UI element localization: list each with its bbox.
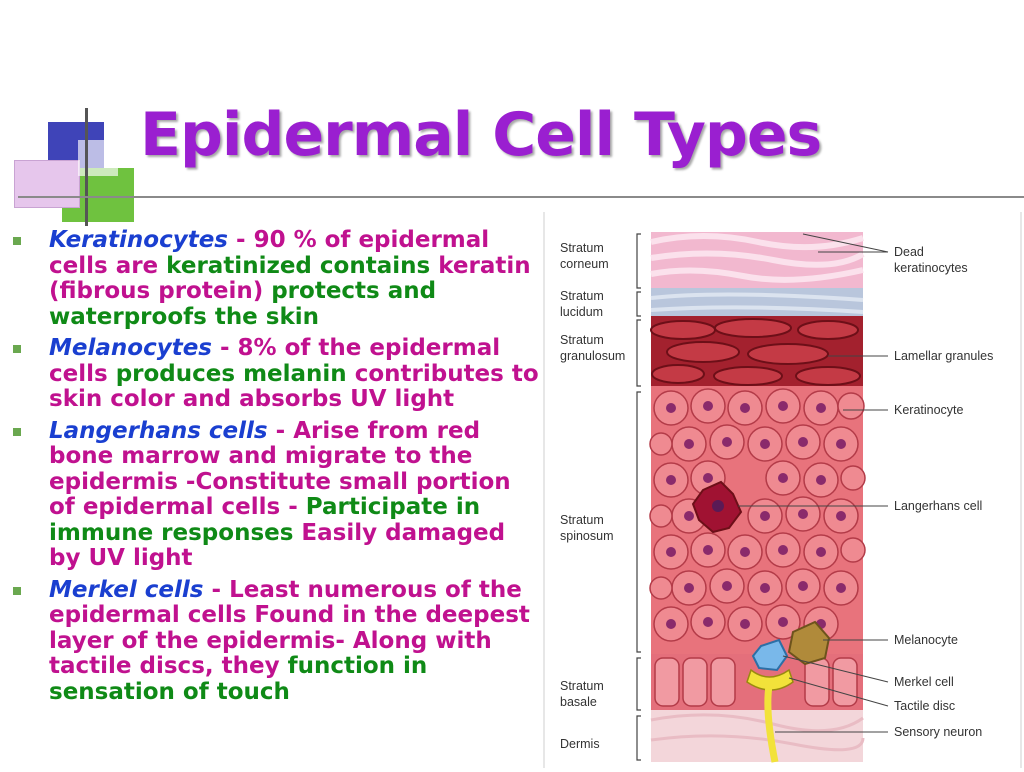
layer-brackets: [636, 233, 641, 761]
label-stratum-lucidum-2: lucidum: [560, 305, 603, 319]
callout-merkel-cell: Merkel cell: [894, 675, 954, 689]
bullet-square-icon: [13, 586, 21, 595]
label-stratum-lucidum-1: Stratum: [560, 289, 604, 303]
callout-langerhans-cell: Langerhans cell: [894, 499, 982, 513]
label-stratum-granulosum-2: granulosum: [560, 349, 625, 363]
label-stratum-basale-1: Stratum: [560, 679, 604, 693]
callout-keratinocyte: Keratinocyte: [894, 403, 964, 417]
bullet-square-icon: [13, 345, 21, 353]
layer-granulosum: [650, 316, 863, 388]
bullet-term: Keratinocytes: [49, 227, 228, 253]
bullet-term: Merkel cells: [49, 576, 204, 603]
callout-dead-2: keratinocytes: [894, 261, 968, 275]
slide-title: Epidermal Cell Types: [140, 100, 822, 170]
sensory-neuron-shape: [764, 685, 779, 763]
label-stratum-corneum-1: Stratum: [560, 241, 604, 255]
decor-white-square: [78, 140, 118, 176]
label-stratum-granulosum-1: Stratum: [560, 333, 604, 347]
label-stratum-spinosum-2: spinosum: [560, 529, 614, 543]
bullet-square-icon: [13, 237, 21, 245]
label-stratum-spinosum-1: Stratum: [560, 513, 604, 527]
bullet-term: Melanocytes: [49, 335, 212, 361]
merkel-cell-shape: [751, 638, 789, 672]
epidermis-diagram: Stratum corneum Stratum lucidum Stratum …: [543, 212, 1024, 768]
bullet-melanocytes: Melanocytes - 8% of the epidermal cells …: [10, 335, 540, 413]
bullet-merkel: Merkel cells - Least numerous of the epi…: [10, 576, 540, 706]
callout-sensory-neuron: Sensory neuron: [894, 725, 982, 739]
layer-dermis: [650, 685, 865, 763]
bullet-list: Keratinocytes - 90 % of epidermal cells …: [10, 227, 540, 711]
bullet-term: Langerhans cells: [49, 417, 268, 444]
callout-melanocyte: Melanocyte: [894, 633, 958, 647]
layer-lucidum: [650, 288, 864, 318]
bullet-keratinocytes: Keratinocytes - 90 % of epidermal cells …: [10, 227, 540, 330]
label-stratum-corneum-2: corneum: [560, 257, 609, 271]
layer-spinosum: [649, 386, 866, 656]
decor-vertical-line: [85, 108, 88, 226]
layer-basale: [651, 620, 863, 712]
callout-tactile-disc: Tactile disc: [894, 699, 955, 713]
label-stratum-basale-2: basale: [560, 695, 597, 709]
label-dermis: Dermis: [560, 737, 600, 751]
tactile-disc-shape: [746, 668, 794, 691]
layer-corneum: [650, 232, 865, 290]
melanocyte-shape: [787, 620, 831, 666]
bullet-square-icon: [13, 427, 21, 436]
bullet-langerhans: Langerhans cells - Arise from red bone m…: [10, 417, 540, 572]
callout-lamellar-granules: Lamellar granules: [894, 349, 993, 363]
title-underline: [18, 196, 1024, 198]
callout-lines: [738, 233, 889, 733]
callout-dead-1: Dead: [894, 245, 924, 259]
decor-pink-square: [14, 160, 80, 208]
epidermis-diagram-svg: Stratum corneum Stratum lucidum Stratum …: [543, 212, 1024, 768]
